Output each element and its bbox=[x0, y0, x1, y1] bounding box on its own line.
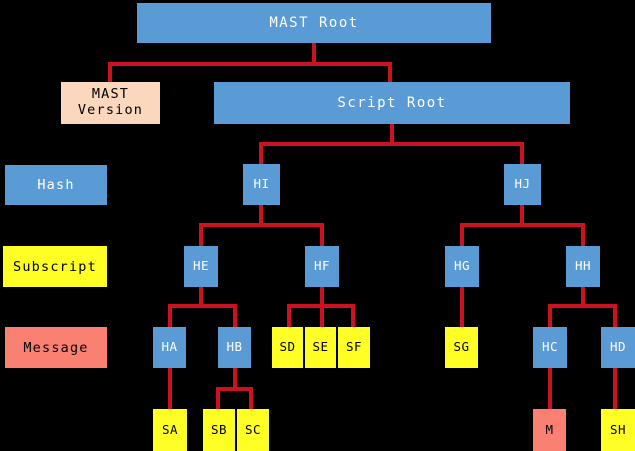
edge-scriptroot-stem bbox=[390, 124, 394, 145]
edge-ha-drop bbox=[168, 304, 172, 328]
edge-sf-drop bbox=[351, 304, 355, 328]
node-label-hc: HC bbox=[541, 339, 559, 355]
node-sb: SB bbox=[203, 409, 236, 451]
edge-hb-bus bbox=[216, 387, 253, 391]
node-label-sd: SD bbox=[279, 339, 296, 355]
node-mast-root: MAST Root bbox=[137, 3, 491, 43]
node-ha: HA bbox=[153, 327, 186, 368]
node-label-he: HE bbox=[192, 258, 210, 274]
edge-hj-drop bbox=[520, 142, 524, 165]
edge-he-bus bbox=[168, 304, 237, 308]
node-label-hd: HD bbox=[609, 339, 627, 355]
node-hb: HB bbox=[218, 327, 251, 368]
legend-label-subscript: Subscript bbox=[13, 258, 97, 275]
node-mast-version: MAST Version bbox=[61, 82, 160, 124]
edge-hi-drop bbox=[259, 142, 263, 165]
node-hc: HC bbox=[533, 327, 567, 368]
node-label-mast-root: MAST Root bbox=[269, 14, 359, 31]
node-label-sg: SG bbox=[453, 339, 470, 355]
edge-scriptroot-drop bbox=[388, 62, 392, 83]
node-label-hi: HI bbox=[253, 176, 270, 192]
node-label-sh: SH bbox=[609, 421, 627, 437]
edge-sd-drop bbox=[287, 304, 291, 328]
edge-hc-drop bbox=[548, 304, 552, 328]
edge-mastversion-drop bbox=[108, 62, 112, 83]
node-label-mast-version: MAST Version bbox=[77, 86, 144, 118]
edge-hg-sg bbox=[460, 286, 464, 328]
edge-hh-bus bbox=[548, 304, 617, 308]
legend-item-message: Message bbox=[5, 327, 107, 368]
legend-item-subscript: Subscript bbox=[3, 246, 107, 287]
node-label-hf: HF bbox=[313, 258, 331, 274]
node-label-hb: HB bbox=[226, 339, 243, 355]
edge-hh-stem bbox=[581, 286, 585, 308]
edge-hb-drop bbox=[233, 304, 237, 328]
edge-hh-drop bbox=[581, 223, 585, 247]
edge-he-stem bbox=[199, 286, 203, 308]
node-label-m: M bbox=[545, 421, 554, 437]
edge-hd-drop bbox=[613, 304, 617, 328]
node-label-hg: HG bbox=[453, 258, 471, 274]
edge-hf-stem bbox=[320, 286, 324, 308]
node-sa: SA bbox=[153, 409, 187, 451]
node-se: SE bbox=[305, 327, 337, 368]
node-label-se: SE bbox=[312, 339, 329, 355]
edge-scriptroot-bus bbox=[259, 142, 524, 146]
node-sh: SH bbox=[601, 409, 635, 451]
edge-hf-drop bbox=[320, 223, 324, 247]
edge-sb-drop bbox=[216, 387, 220, 410]
node-label-hj: HJ bbox=[514, 176, 531, 192]
node-m: M bbox=[533, 409, 566, 451]
node-hf: HF bbox=[305, 246, 339, 287]
legend-label-message: Message bbox=[23, 339, 89, 356]
node-label-sa: SA bbox=[161, 421, 179, 437]
node-hh: HH bbox=[566, 246, 600, 287]
node-hd: HD bbox=[601, 327, 635, 368]
edge-mastroot-bus bbox=[108, 62, 392, 66]
edge-hc-m bbox=[548, 368, 552, 410]
edge-mastroot-stem bbox=[312, 43, 316, 65]
edge-hg-drop bbox=[460, 223, 464, 247]
node-label-sb: SB bbox=[210, 421, 228, 437]
node-hg: HG bbox=[445, 246, 479, 287]
edge-hi-bus bbox=[199, 223, 324, 227]
node-sg: SG bbox=[445, 327, 478, 368]
node-label-ha: HA bbox=[161, 339, 178, 355]
edge-sc-drop bbox=[249, 387, 253, 410]
node-hj: HJ bbox=[504, 164, 541, 205]
legend-item-hash: Hash bbox=[5, 165, 107, 205]
edge-he-drop bbox=[199, 223, 203, 247]
node-he: HE bbox=[184, 246, 218, 287]
node-sd: SD bbox=[272, 327, 304, 368]
edge-hi-stem bbox=[259, 204, 263, 226]
edge-ha-sa bbox=[168, 368, 172, 410]
edge-se-drop bbox=[320, 304, 324, 328]
node-label-sc: SC bbox=[244, 421, 262, 437]
node-sf: SF bbox=[338, 327, 370, 368]
node-label-hh: HH bbox=[574, 258, 592, 274]
edge-hb-stem bbox=[233, 368, 237, 390]
edge-hj-bus bbox=[460, 223, 585, 227]
legend-label-hash: Hash bbox=[37, 177, 75, 193]
node-script-root: Script Root bbox=[214, 82, 570, 124]
node-label-script-root: Script Root bbox=[337, 94, 447, 111]
edge-hj-stem bbox=[520, 204, 524, 226]
edge-hd-sh bbox=[613, 368, 617, 410]
node-label-sf: SF bbox=[345, 339, 363, 355]
node-hi: HI bbox=[243, 164, 280, 205]
node-sc: SC bbox=[237, 409, 269, 451]
